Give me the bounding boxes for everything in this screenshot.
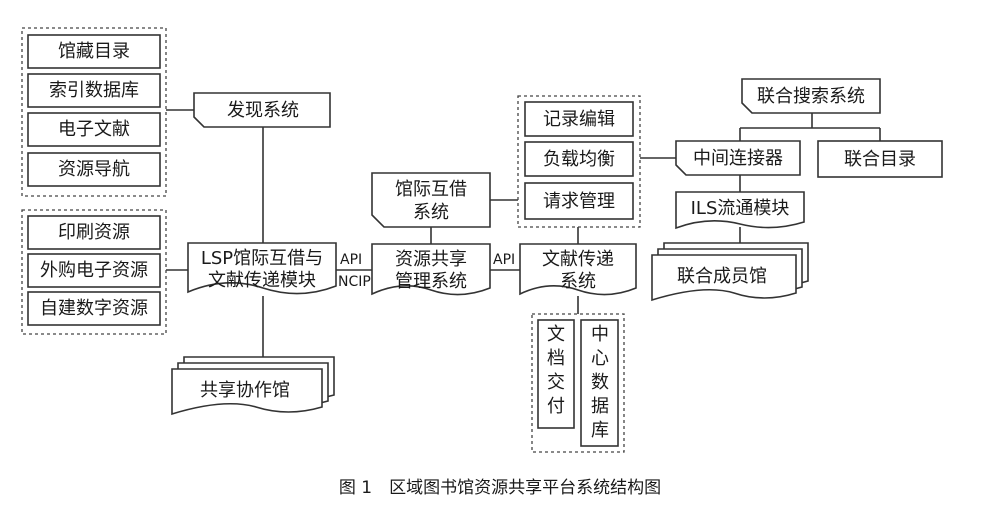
load-balance-label: 负载均衡 [543,149,615,170]
lsp-module-label-line1: LSP馆际互借与 [201,248,323,269]
doc-delivery-char-1: 文 [547,324,565,345]
library-resources-group: 印刷资源 外购电子资源 自建数字资源 [21,209,167,335]
ncip-label: NCIP [338,274,371,290]
resources-group-border [21,209,167,335]
print-resources-label: 印刷资源 [58,222,130,243]
discovery-group-border [21,27,167,197]
sharing-system-label-line1: 资源共享 [395,249,467,270]
union-search-shape [741,78,881,114]
request-mgmt-box [524,182,634,220]
print-resources-box [27,215,161,250]
discovery-system-node: 发现系统 [193,92,331,128]
member-library-label: 联合成员馆 [677,266,767,287]
ill-system-shape [371,172,491,228]
center-db-char-4: 据 [591,396,609,417]
ill-system-label-line2: 系统 [413,202,449,223]
self-built-digital-label: 自建数字资源 [40,298,148,319]
ill-system-label-line1: 馆际互借 [395,179,467,200]
member-doc-front [651,254,797,302]
doc-delivery-char-2: 档 [547,348,565,369]
purchased-eresources-label: 外购电子资源 [40,260,148,281]
management-group: 记录编辑 负载均衡 请求管理 [517,95,641,228]
discovery-resources-group: 馆藏目录 索引数据库 电子文献 资源导航 [21,27,167,197]
center-db-char-5: 库 [591,420,609,441]
index-db-label: 索引数据库 [49,80,139,101]
ils-module-node: ILS流通模块 [675,191,805,230]
doc-delivery-label-line2: 系统 [560,271,596,292]
resource-nav-label: 资源导航 [58,159,130,180]
self-built-digital-box [27,291,161,326]
index-db-box [27,73,161,108]
discovery-system-shape [193,92,331,128]
doc-delivery-char-4: 付 [547,396,565,417]
lsp-module-node: LSP馆际互借与 文献传递模块 [187,242,337,295]
center-db-char-2: 心 [591,348,609,369]
doc-delivery-node: 文献传递 系统 [519,243,637,296]
ill-system-node: 馆际互借 系统 [371,172,491,228]
lsp-module-shape [187,242,337,295]
catalog-box [27,34,161,69]
sharing-system-node: 资源共享 管理系统 [371,243,491,296]
doc-delivery-part-box [537,319,575,429]
discovery-system-label: 发现系统 [227,100,299,121]
sharing-system-shape [371,243,491,296]
union-catalog-label: 联合目录 [844,149,916,170]
middleware-node: 中间连接器 [675,140,801,176]
e-literature-label: 电子文献 [58,119,130,140]
e-literature-box [27,112,161,147]
load-balance-box [524,141,634,177]
interface-labels: API NCIP API [338,252,515,290]
api-right-label: API [493,252,515,268]
union-search-node: 联合搜索系统 [741,78,881,114]
purchased-eresources-box [27,253,161,288]
api-left-label: API [340,252,362,268]
ils-module-label: ILS流通模块 [691,198,790,219]
coop-library-label: 共享协作馆 [200,380,290,401]
center-db-box [580,319,619,447]
catalog-label: 馆藏目录 [58,41,130,62]
delivery-parts-group: 文 档 交 付 中 心 数 据 库 [531,313,625,453]
union-search-label: 联合搜索系统 [757,86,865,107]
management-group-border [517,95,641,228]
record-edit-box [524,101,634,137]
record-edit-label: 记录编辑 [543,109,615,130]
doc-delivery-label-line1: 文献传递 [542,249,614,270]
sharing-system-label-line2: 管理系统 [395,271,467,292]
member-library-node: 联合成员馆 [651,242,809,302]
center-db-char-3: 数 [591,372,609,393]
delivery-parts-border [531,313,625,453]
union-catalog-node: 联合目录 [817,140,943,178]
ils-module-shape [675,191,805,230]
figure-caption: 图 1 区域图书馆资源共享平台系统结构图 [339,478,661,498]
request-mgmt-label: 请求管理 [543,191,615,212]
middleware-label: 中间连接器 [693,148,783,169]
center-db-char-1: 中 [591,324,609,345]
coop-doc-front [171,368,323,416]
doc-delivery-shape [519,243,637,296]
resource-nav-box [27,152,161,187]
union-catalog-box [817,140,943,178]
doc-delivery-char-3: 交 [547,372,565,393]
connector-lines [166,109,881,365]
lsp-module-label-line2: 文献传递模块 [208,270,316,291]
coop-library-node: 共享协作馆 [171,356,335,416]
middleware-shape [675,140,801,176]
